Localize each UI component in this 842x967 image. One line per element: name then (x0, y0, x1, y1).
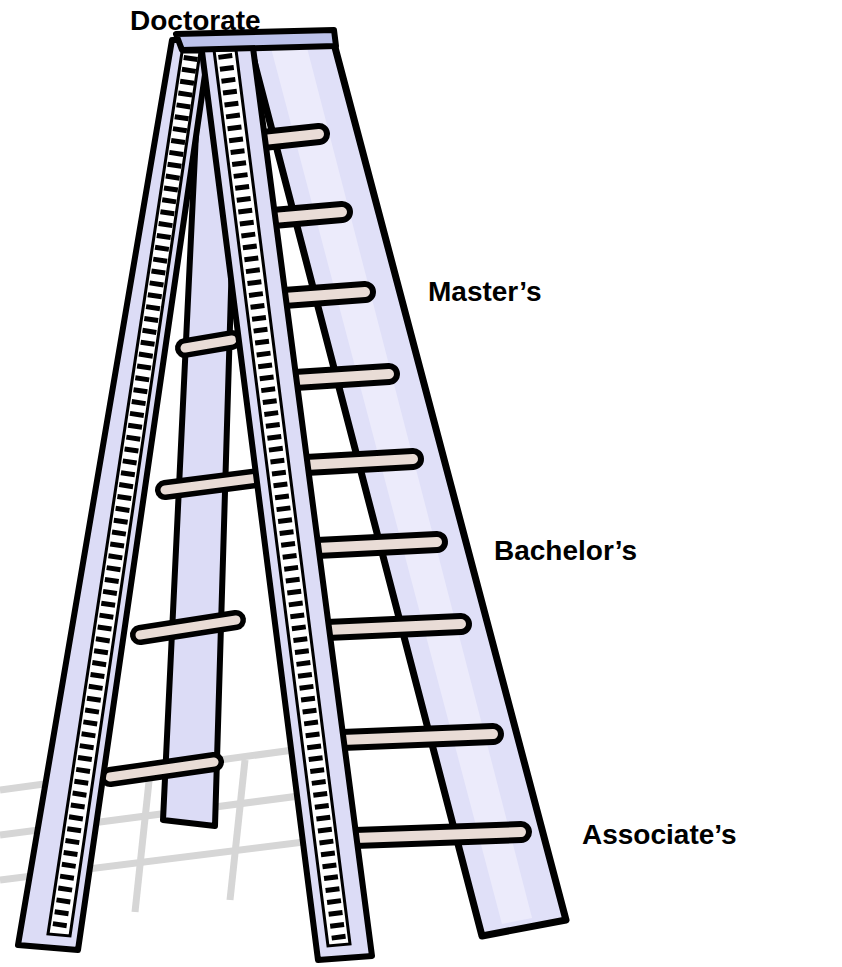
rail-strip (214, 50, 350, 946)
rail-stripes (59, 56, 191, 930)
degree-label: Doctorate (130, 6, 261, 37)
degree-label: Associate’s (582, 820, 737, 851)
degree-label: Bachelor’s (494, 536, 637, 567)
rail-stripes (225, 54, 339, 940)
degree-label: Master’s (428, 277, 542, 308)
back-left-rail (18, 40, 210, 950)
front-left-rail (200, 36, 372, 960)
rail-strip (48, 52, 200, 936)
